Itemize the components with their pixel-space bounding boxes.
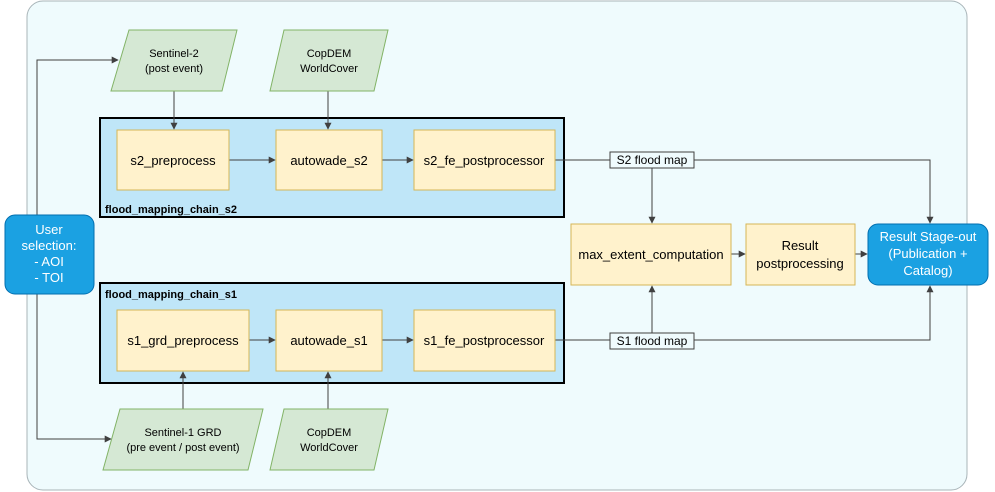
result-post-line1: Result — [782, 238, 819, 253]
autowade-s2-label: autowade_s2 — [290, 153, 367, 168]
process-max-extent-computation: max_extent_computation — [570, 223, 732, 286]
user-selection-line1: User — [35, 222, 63, 237]
process-s1-fe-postprocessor: s1_fe_postprocessor — [413, 309, 556, 372]
process-s2-preprocess: s2_preprocess — [116, 129, 230, 191]
s2-flood-map-label: S2 flood map — [617, 153, 688, 167]
max-extent-label: max_extent_computation — [578, 247, 723, 262]
sentinel1-line1: Sentinel-1 GRD — [144, 427, 221, 439]
user-selection-line3: - AOI — [34, 254, 64, 269]
process-s1-grd-preprocess: s1_grd_preprocess — [116, 309, 250, 372]
stage-out-line1: Result Stage-out — [880, 229, 977, 244]
s1-grd-preprocess-label: s1_grd_preprocess — [127, 333, 239, 348]
s1-flood-map-label-bg — [609, 332, 695, 350]
input-sentinel2: Sentinel-2 (post event) — [110, 29, 238, 92]
s2-flood-map-label-bg — [609, 151, 695, 169]
sentinel2-line2: (post event) — [145, 63, 203, 75]
input-sentinel1: Sentinel-1 GRD (pre event / post event) — [102, 408, 264, 471]
chain-s1-title: flood_mapping_chain_s1 — [105, 289, 237, 301]
edge-user-sentinel1 — [36, 294, 112, 443]
copdem-bottom-line1: CopDEM — [307, 427, 352, 439]
stage-out-line3: Catalog) — [903, 263, 952, 278]
edge-user-sentinel2 — [36, 56, 119, 215]
stage-out-line2: (Publication + — [888, 246, 967, 261]
result-post-line2: postprocessing — [756, 256, 843, 271]
input-copdem-top: CopDEM WorldCover — [269, 29, 389, 92]
process-autowade-s2: autowade_s2 — [275, 129, 383, 191]
copdem-bottom-line2: WorldCover — [300, 442, 358, 454]
s2-preprocess-label: s2_preprocess — [130, 153, 216, 168]
s1-flood-map-label: S1 flood map — [617, 334, 688, 348]
s1-fe-postprocessor-label: s1_fe_postprocessor — [424, 333, 545, 348]
process-autowade-s1: autowade_s1 — [275, 309, 383, 372]
copdem-top-line2: WorldCover — [300, 63, 358, 75]
user-selection-line4: - TOI — [34, 270, 63, 285]
user-selection-line2: selection: — [22, 238, 77, 253]
copdem-top-line1: CopDEM — [307, 48, 352, 60]
autowade-s1-label: autowade_s1 — [290, 333, 367, 348]
user-selection-box: User selection: - AOI - TOI — [4, 214, 95, 295]
chain-s2-title: flood_mapping_chain_s2 — [105, 204, 237, 216]
s2-fe-postprocessor-label: s2_fe_postprocessor — [424, 153, 545, 168]
result-stage-out-box: Result Stage-out (Publication + Catalog) — [867, 223, 989, 286]
process-result-postprocessing: Result postprocessing — [745, 223, 856, 286]
process-s2-fe-postprocessor: s2_fe_postprocessor — [413, 129, 556, 191]
input-copdem-bottom: CopDEM WorldCover — [269, 408, 389, 471]
sentinel1-line2: (pre event / post event) — [126, 442, 239, 454]
sentinel2-line1: Sentinel-2 — [149, 48, 199, 60]
